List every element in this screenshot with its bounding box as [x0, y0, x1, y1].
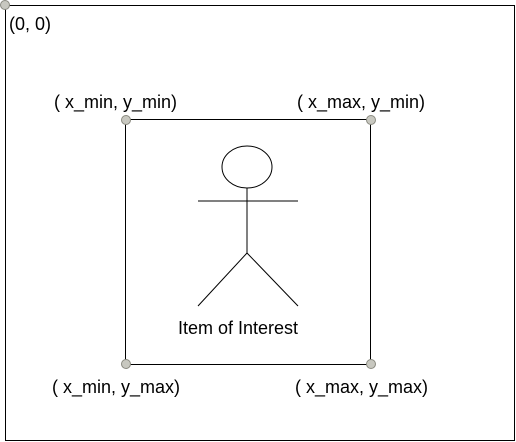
origin-point [0, 0, 10, 10]
bottom-right-corner-label: ( x_max, y_max) [295, 377, 429, 397]
top-right-corner-point [366, 115, 376, 125]
image-frame [5, 5, 515, 441]
bottom-left-corner-label: ( x_min, y_max) [52, 377, 181, 397]
origin-label: (0, 0) [9, 14, 52, 34]
bottom-right-corner-point [366, 359, 376, 369]
bounding-box [125, 119, 371, 365]
figure-left-leg [197, 252, 248, 307]
item-of-interest-label: Item of Interest [178, 318, 299, 338]
figure-right-leg [246, 252, 299, 307]
top-left-corner-label: ( x_min, y_min) [54, 92, 178, 112]
top-right-corner-label: ( x_max, y_min) [297, 92, 426, 112]
figure-head [221, 145, 273, 189]
bottom-left-corner-point [121, 359, 131, 369]
stick-figure-icon [197, 145, 299, 307]
top-left-corner-point [121, 115, 131, 125]
